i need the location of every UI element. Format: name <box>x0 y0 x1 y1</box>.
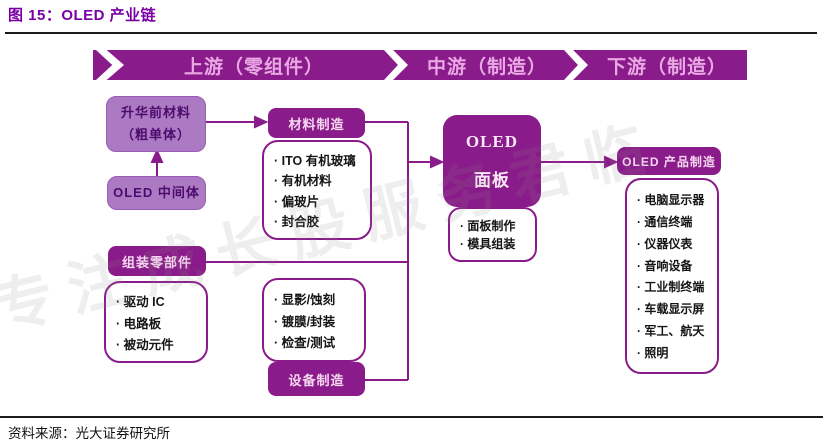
list-item: · 照明 <box>637 346 669 360</box>
stage-banner: 上游（零组件） 中游（制造） 下游（制造） <box>93 50 747 80</box>
chevron-separator-icon <box>384 50 408 80</box>
oled-panel-box: OLED 面板 <box>443 115 541 207</box>
oled-panel-line2: 面板 <box>474 170 510 190</box>
banner-upstream-label: 上游（零组件） <box>183 56 324 78</box>
list-item: · 偏玻片 <box>274 194 320 209</box>
assembly-parts-list: · 驱动 IC · 电路板 · 被动元件 <box>104 281 208 363</box>
material-mfg-list: · ITO 有机玻璃 · 有机材料 · 偏玻片 · 封合胶 <box>262 140 372 240</box>
oled-panel-line1: OLED <box>465 131 519 151</box>
chevron-right-icon <box>96 50 124 80</box>
title-divider <box>5 32 817 34</box>
list-item: · 军工、航天 <box>637 324 705 339</box>
banner-midstream-label: 中游（制造） <box>426 56 547 78</box>
list-item: · 通信终端 <box>637 214 693 229</box>
list-item: · 工业制终端 <box>637 280 705 295</box>
oled-intermediate-label: OLED 中间体 <box>113 184 200 200</box>
sublimation-material-line1: 升华前材料 <box>120 104 191 120</box>
list-item: · 模具组装 <box>460 237 516 252</box>
source-label: 资料来源：光大证券研究所 <box>8 426 170 441</box>
oled-panel-list: · 面板制作 · 模具组装 <box>448 207 537 262</box>
source-divider <box>0 416 823 418</box>
figure-title: 图 15：OLED 产业链 <box>8 7 157 24</box>
list-item: · 镀膜/封装 <box>274 314 336 329</box>
oled-intermediate-box: OLED 中间体 <box>107 176 206 210</box>
list-item: · 音响设备 <box>637 258 693 273</box>
sublimation-material-line2: （粗单体） <box>120 127 191 142</box>
list-item: · 驱动 IC <box>116 295 165 310</box>
list-item: · 面板制作 <box>460 218 516 233</box>
list-item: · ITO 有机玻璃 <box>274 153 356 168</box>
assembly-parts-header: 组装零部件 <box>108 246 206 276</box>
list-item: · 显影/蚀刻 <box>274 292 336 307</box>
list-item: · 被动元件 <box>116 337 174 352</box>
banner-downstream-label: 下游（制造） <box>606 56 727 78</box>
list-item: · 有机材料 <box>274 174 332 189</box>
material-mfg-header: 材料制造 <box>268 108 365 138</box>
list-item: · 检查/测试 <box>274 336 336 351</box>
equipment-mfg-header: 设备制造 <box>268 362 365 396</box>
list-item: · 仪器仪表 <box>637 236 693 251</box>
oled-products-list: · 电脑显示器 · 通信终端 · 仪器仪表 · 音响设备 · 工业制终端 · 车载显示屏 ·… <box>625 178 719 374</box>
equipment-mfg-list: · 显影/蚀刻 · 镀膜/封装 · 检查/测试 <box>262 278 366 362</box>
list-item: · 电路板 <box>116 316 162 331</box>
list-item: · 封合胶 <box>274 215 320 230</box>
oled-products-header: OLED 产品制造 <box>617 147 721 175</box>
list-item: · 车载显示屏 <box>637 302 705 317</box>
sublimation-material-box: 升华前材料 （粗单体） <box>106 96 206 152</box>
list-item: · 电脑显示器 <box>637 192 705 207</box>
chevron-separator-icon <box>564 50 588 80</box>
